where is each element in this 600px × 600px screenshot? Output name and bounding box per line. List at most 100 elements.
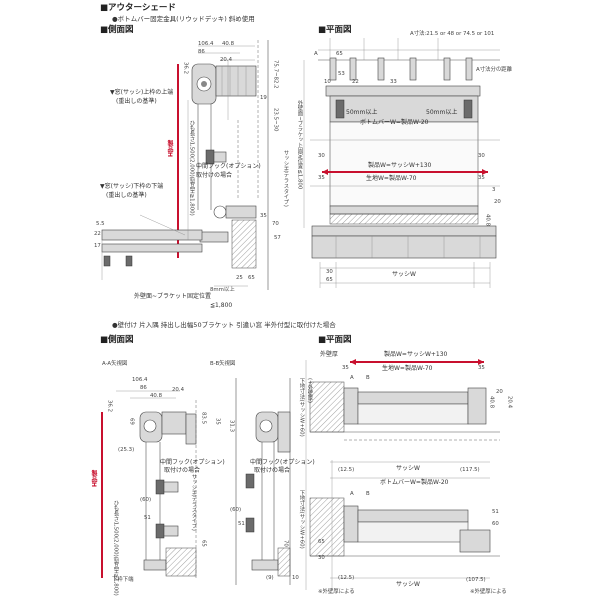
dim: 51 bbox=[492, 509, 499, 515]
label-window-top-sub: (重出しの基準) bbox=[116, 98, 157, 105]
dim: 65 bbox=[336, 51, 343, 57]
dim: B bbox=[366, 491, 370, 497]
dim: 53 bbox=[338, 71, 345, 77]
label-plan-pos: 外壁面~ブラケット固定位置≦1,800 bbox=[296, 100, 303, 190]
dim: 30 bbox=[318, 153, 325, 159]
label-cloth-w: 生地W=製品W-70 bbox=[366, 175, 417, 182]
label-sash-w: サッシW bbox=[392, 271, 416, 278]
dim: (60) bbox=[230, 507, 242, 513]
dim: 86 bbox=[140, 385, 147, 391]
dim: 20 bbox=[496, 389, 503, 395]
label-b-hook-sub: 取付けの場合 bbox=[164, 467, 201, 474]
label-min-right: 50mm以上 bbox=[426, 109, 458, 116]
dim: 65 bbox=[200, 540, 207, 547]
dim: 65 bbox=[318, 539, 325, 545]
dim: 35 bbox=[478, 175, 485, 181]
dim: 20.4 bbox=[506, 396, 513, 409]
a-dimension-note: A寸法:21.5 or 48 or 74.5 or 101 bbox=[410, 31, 495, 37]
dim: 86 bbox=[198, 49, 205, 55]
bottom-side-view-a bbox=[101, 378, 237, 585]
dim: 10 bbox=[324, 79, 331, 85]
dim: 65 bbox=[326, 277, 333, 283]
label-b-hook-2: 中間フック(オプション) bbox=[250, 459, 315, 466]
plan-heading: ■平面図 bbox=[318, 25, 352, 35]
dim: 35 bbox=[342, 365, 349, 371]
bottom-plan-heading: ■平面図 bbox=[318, 335, 352, 345]
label-sash-terrace: サッシH(テラスタイプ) bbox=[282, 150, 289, 207]
dim: 60 bbox=[492, 521, 499, 527]
label-window-bottom-sub: (重出しの基準) bbox=[106, 192, 147, 199]
top-brackets bbox=[329, 57, 473, 81]
dim: 40.8 bbox=[488, 396, 495, 409]
dim: 17 bbox=[94, 243, 101, 249]
label-b-sash-w-2: サッシW bbox=[396, 581, 420, 588]
dim: 69 bbox=[128, 418, 135, 425]
label-window-bottom: ▼窓(サッシ)下枠の下端 bbox=[100, 183, 164, 190]
label-b-bottombar: ボトムバーW=製品W-20 bbox=[380, 479, 449, 486]
dim: A bbox=[314, 51, 318, 57]
label-bracket-val: ≦1,800 bbox=[210, 302, 233, 309]
label-hook-sub: 取付けの場合 bbox=[196, 172, 233, 179]
dim: 35 bbox=[478, 365, 485, 371]
dim: 31.3 bbox=[228, 420, 235, 433]
dim: 106.4 bbox=[198, 41, 214, 47]
dim: A bbox=[350, 375, 354, 381]
section-subtitle: ●ボトムバー固定金具(リウッドデッキ) 斜め使用 bbox=[112, 15, 255, 23]
label-b-cloth-w: 生地W=製品W-70 bbox=[382, 365, 433, 372]
view-a-title: A-A矢視図 bbox=[102, 361, 128, 367]
label-sash-dim: 下地寸法(サッシW+60) bbox=[298, 490, 305, 549]
dim: 20 bbox=[494, 199, 501, 205]
label-b-hook: 中間フック(オプション) bbox=[160, 459, 225, 466]
top-side-view bbox=[101, 40, 269, 290]
label-bracket-pos: 外壁面~ブラケット固定位置 bbox=[134, 293, 212, 300]
label-b-pull: ひも長さ1,500(2,000)(製品H≧1,800) bbox=[112, 500, 119, 596]
label-b-product-w: 製品W=サッシW+130 bbox=[384, 351, 448, 358]
label-b-bottom: 下枠下端 bbox=[112, 577, 134, 583]
view-b-title: B-B矢視図 bbox=[210, 361, 236, 367]
dim: A bbox=[350, 491, 354, 497]
dim: 70 bbox=[282, 540, 289, 547]
label-wall: 外壁厚 bbox=[320, 351, 339, 358]
dim: 70 bbox=[272, 221, 279, 227]
dim: 22 bbox=[94, 231, 101, 237]
dim: 35 bbox=[318, 175, 325, 181]
dim: 75.7~82.2 bbox=[272, 60, 279, 89]
dim: 30 bbox=[478, 153, 485, 159]
dim: 33 bbox=[390, 79, 397, 85]
label-product-h: 製品H bbox=[166, 140, 173, 158]
dim: (25.3) bbox=[118, 447, 135, 453]
label-product-w: 製品W=サッシW+130 bbox=[368, 162, 432, 169]
label-window-top: ▼窓(サッシ)上枠の上端 bbox=[110, 89, 174, 96]
dim: B bbox=[366, 375, 370, 381]
dim: 106.4 bbox=[132, 377, 148, 383]
dim: 30 bbox=[326, 269, 333, 275]
label-left-dim: 下地寸法(サッシW+60) bbox=[298, 378, 305, 437]
bottom-side-heading: ■側面図 bbox=[100, 335, 134, 345]
label-b-sash-w: サッシW bbox=[396, 465, 420, 472]
label-hook: 中間フック(オプション) bbox=[196, 163, 261, 170]
dim: (60) bbox=[140, 497, 152, 503]
dim: 65 bbox=[248, 275, 255, 281]
note-wall-1: ※外壁厚による bbox=[318, 589, 355, 595]
label-b-hook-sub-2: 取付けの場合 bbox=[254, 467, 291, 474]
dim: 20.4 bbox=[220, 57, 233, 63]
label-min-left: 50mm以上 bbox=[346, 109, 378, 116]
side-heading: ■側面図 bbox=[100, 25, 134, 35]
dim: 25 bbox=[236, 275, 243, 281]
dim: 5.5 bbox=[96, 221, 105, 227]
dim: 51 bbox=[238, 521, 245, 527]
dim: 83.5 bbox=[200, 412, 207, 425]
bottom-plan-view bbox=[305, 359, 500, 590]
head-box bbox=[191, 63, 257, 105]
bottom-bar-assembly bbox=[199, 205, 257, 269]
dim: (117.5) bbox=[460, 467, 480, 473]
label-bracket-dist: A寸法分の距離 bbox=[476, 67, 513, 73]
bottom-subtitle: ●壁付け 片入隅 持出し出幅50ブラケット 引違い窓 半外付型に取付けた場合 bbox=[112, 321, 336, 329]
label-bottombar: ボトムバーW=製品W-20 bbox=[360, 119, 429, 126]
dim: 57 bbox=[274, 235, 281, 241]
top-plan-view bbox=[303, 38, 500, 288]
dim: 35 bbox=[214, 418, 221, 425]
dim: 20.4 bbox=[172, 387, 185, 393]
label-pull-length: ひも長さ1,500(2,000)(製品H≧1,800) bbox=[188, 120, 195, 216]
